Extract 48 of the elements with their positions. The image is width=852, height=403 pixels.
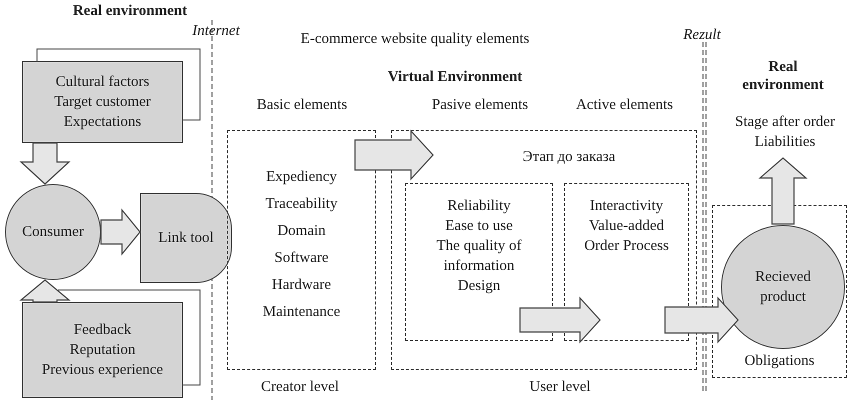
node-text: Ease to use — [445, 217, 513, 236]
heading-text: User level — [528, 378, 592, 397]
heading-text: Real environment — [741, 58, 825, 94]
heading-text: Creator level — [260, 378, 340, 397]
node-text: Stage after order — [735, 113, 835, 132]
node-text: Expectations — [64, 113, 142, 132]
node-text: Interactivity — [590, 197, 664, 216]
dashed-box — [712, 205, 847, 378]
node-text: Target customer — [54, 93, 151, 112]
node-text: Obligations — [744, 352, 814, 371]
node-text: Liabilities — [754, 133, 816, 152]
block-arrow — [519, 296, 601, 344]
node-text: Hardware — [272, 276, 332, 295]
node-text: The quality of information — [436, 237, 522, 276]
heading-text: Pasive elements — [430, 96, 530, 115]
block-arrow — [664, 296, 739, 344]
node-text: Design — [458, 277, 500, 296]
feedback-box — [22, 302, 183, 398]
heading-text: Active elements — [574, 96, 674, 115]
node-text: Reliability — [447, 197, 511, 216]
heading-text: Rezult — [682, 26, 722, 45]
node-text: Maintenance — [262, 303, 340, 322]
node-text: Previous experience — [42, 361, 164, 380]
heading-text: Internet — [191, 22, 241, 41]
node-text: Link tool — [158, 229, 214, 248]
block-arrow — [758, 157, 808, 225]
node-text: Order Process — [584, 237, 669, 256]
block-arrow — [100, 208, 141, 256]
node-text: Feedback — [74, 321, 132, 340]
node-text: Consumer — [22, 223, 84, 242]
block-arrow — [19, 142, 71, 185]
node-text: Expediency — [266, 168, 337, 187]
node-text: Reputation — [70, 341, 136, 360]
node-text: Cultural factors — [56, 73, 150, 92]
node-text: Этап до заказа — [522, 148, 616, 167]
heading-text: Virtual Environment — [386, 68, 524, 87]
node-text: Value-added — [589, 217, 664, 236]
block-arrow — [354, 129, 434, 181]
node-text: Software — [274, 249, 329, 268]
heading-text: E-commerce website quality elements — [300, 30, 530, 49]
heading-text: Basic elements — [256, 96, 348, 115]
block-arrow — [19, 279, 71, 303]
heading-text: Real environment — [72, 2, 188, 20]
link-tool-shape — [140, 193, 232, 283]
node-text: Domain — [277, 222, 326, 241]
node-text: Traceability — [266, 195, 338, 214]
factor-box — [22, 61, 183, 143]
node-text: Recieved product — [754, 268, 812, 307]
